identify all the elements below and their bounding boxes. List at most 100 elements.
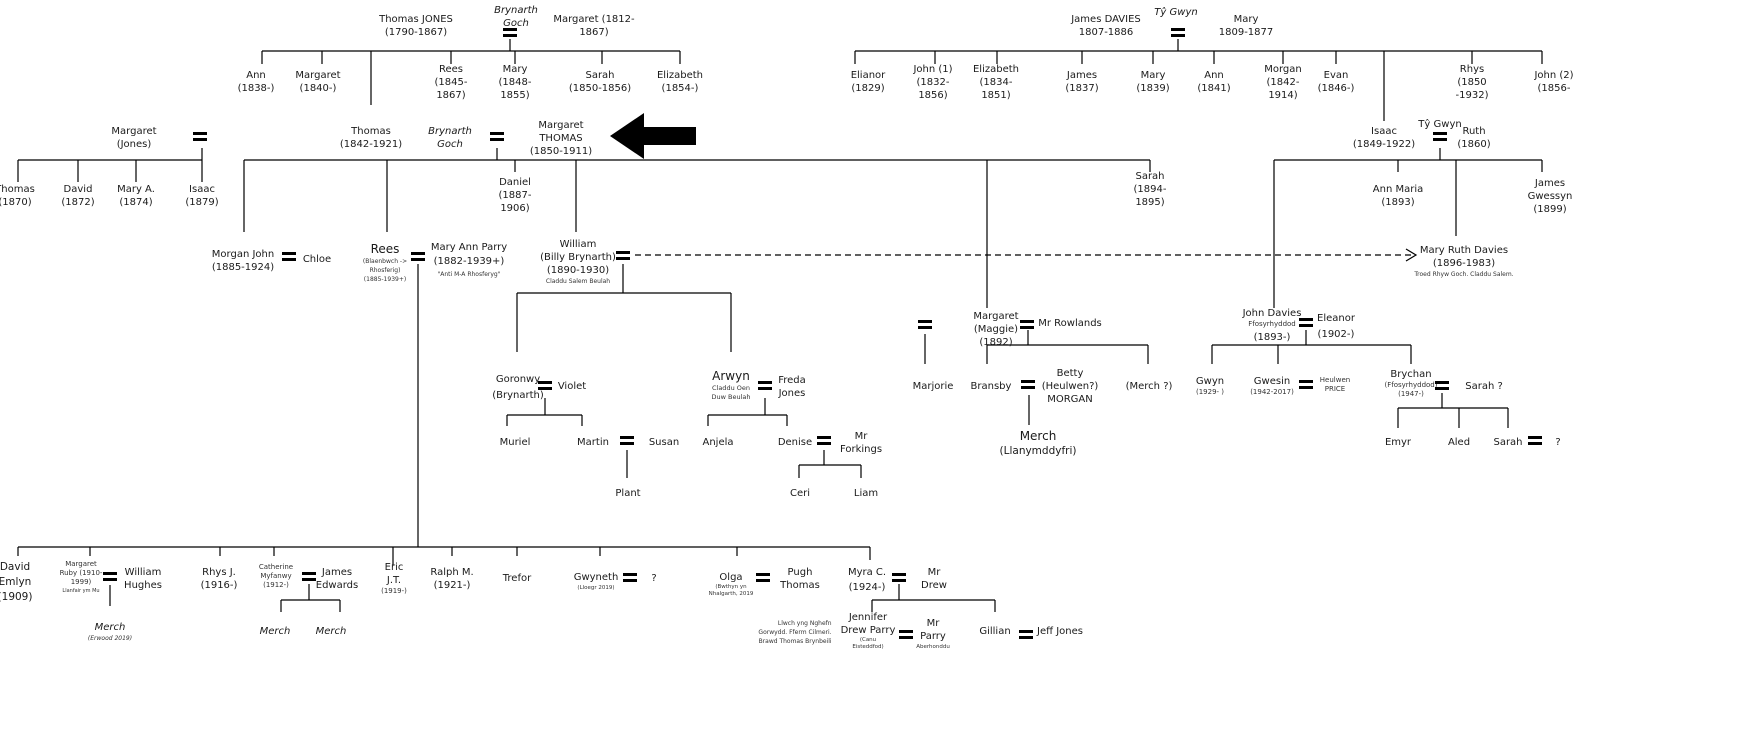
person-unknown-spouse[interactable]: ? <box>1555 436 1560 449</box>
person-anjela[interactable]: Anjela <box>702 436 733 449</box>
person-thomas-1842[interactable]: Thomas(1842-1921) <box>340 125 402 151</box>
person-chloe[interactable]: Chloe <box>303 253 331 266</box>
person-martin[interactable]: Martin <box>577 436 609 449</box>
person-susan[interactable]: Susan <box>649 436 679 449</box>
person-merch-unknown[interactable]: (Merch ?) <box>1126 380 1173 393</box>
person-elizabeth-1854[interactable]: Elizabeth(1854-) <box>657 69 703 95</box>
person-ceri[interactable]: Ceri <box>790 487 810 500</box>
label-text: (1879) <box>185 197 219 208</box>
person-rees-1885[interactable]: Rees(Blaenbwch ->Rhosferig)(1885-1939+) <box>363 241 407 284</box>
person-trefor[interactable]: Trefor <box>503 572 531 585</box>
person-mary-1809[interactable]: Mary 1809-1877 <box>1219 13 1274 39</box>
person-sarah-1850[interactable]: Sarah(1850-1856) <box>569 69 631 95</box>
person-sarah-brychan[interactable]: Sarah ? <box>1465 380 1503 393</box>
person-rhys-j[interactable]: Rhys J.(1916-) <box>201 566 238 592</box>
person-margaret-1840[interactable]: Margaret(1840-) <box>295 69 340 95</box>
person-merch-2[interactable]: Merch <box>316 625 347 638</box>
person-thomas-1870[interactable]: Thomas(1870) <box>0 183 35 209</box>
person-mary-1839[interactable]: Mary(1839) <box>1136 69 1169 95</box>
person-gwyn-1929[interactable]: Gwyn(1929- ) <box>1196 375 1224 397</box>
person-emyr[interactable]: Emyr <box>1385 436 1411 449</box>
person-gillian[interactable]: Gillian <box>979 625 1010 638</box>
person-aled[interactable]: Aled <box>1448 436 1470 449</box>
person-jeff-jones[interactable]: Jeff Jones <box>1037 625 1083 638</box>
label-text: Isaac <box>1371 126 1397 137</box>
person-bransby[interactable]: Bransby <box>971 380 1012 393</box>
person-john-2[interactable]: John (2)(1856- <box>1534 69 1573 95</box>
person-mary-ruth-davies[interactable]: Mary Ruth Davies(1896-1983)Troed Rhyw Go… <box>1414 244 1513 279</box>
label-text: (1882-1939+) <box>433 256 505 267</box>
person-daniel-1887[interactable]: Daniel(1887-1906) <box>499 176 532 215</box>
person-brychan[interactable]: Brychan(Ffosyrhyddod)(1947-) <box>1385 368 1438 399</box>
person-david-1872[interactable]: David(1872) <box>61 183 94 209</box>
person-john-1[interactable]: John (1)(1832-1856) <box>913 63 952 102</box>
person-rees-1845[interactable]: Rees(1845-1867) <box>435 63 468 102</box>
person-ann-1838[interactable]: Ann(1838-) <box>238 69 275 95</box>
person-mary-1848[interactable]: Mary(1848-1855) <box>499 63 532 102</box>
person-betty-morgan[interactable]: Betty(Heulwen?)MORGAN <box>1042 367 1099 406</box>
person-muriel[interactable]: Muriel <box>500 436 531 449</box>
person-sarah-1894[interactable]: Sarah(1894-1895) <box>1134 170 1167 209</box>
person-mary-a-1874[interactable]: Mary A.(1874) <box>117 183 155 209</box>
person-merch-llanymddyfri[interactable]: Merch(Llanymddyfri) <box>1000 428 1077 459</box>
person-merch-erwood[interactable]: Merch(Erwood 2019) <box>88 621 132 643</box>
person-merch-1[interactable]: Merch <box>260 625 291 638</box>
person-elianor[interactable]: Elianor(1829) <box>851 69 886 95</box>
person-isaac-1849[interactable]: Isaac(1849-1922) <box>1353 125 1415 151</box>
label-text: J.T. <box>386 575 402 586</box>
person-ann-1841[interactable]: Ann(1841) <box>1197 69 1230 95</box>
person-plant[interactable]: Plant <box>615 487 640 500</box>
label-text: Merch <box>315 626 347 637</box>
person-morgan-1842[interactable]: Morgan(1842-1914) <box>1264 63 1302 102</box>
person-gwesin[interactable]: Gwesin(1942-2017) <box>1250 375 1294 397</box>
person-ralph-m[interactable]: Ralph M.(1921-) <box>430 566 473 592</box>
label-text: Drew <box>921 580 947 591</box>
person-james-1837[interactable]: James(1837) <box>1065 69 1098 95</box>
person-mr-rowlands[interactable]: Mr Rowlands <box>1038 317 1102 330</box>
label-text: William <box>559 239 597 250</box>
person-ruth-1860[interactable]: Ruth(1860) <box>1457 125 1490 151</box>
person-thomas-jones[interactable]: Thomas JONES (1790-1867) <box>379 13 453 39</box>
person-evan-1846[interactable]: Evan(1846-) <box>1318 69 1355 95</box>
person-unknown-gwyneth-spouse[interactable]: ? <box>651 572 656 585</box>
person-marjorie[interactable]: Marjorie <box>913 380 954 393</box>
person-goronwy[interactable]: Goronwy(Brynarth) <box>492 373 544 402</box>
person-gwyneth[interactable]: Gwyneth(Lloegr 2019) <box>574 571 619 593</box>
person-margaret-jones[interactable]: Margaret(Jones) <box>111 125 156 151</box>
person-liam[interactable]: Liam <box>854 487 878 500</box>
person-margaret-1812[interactable]: Margaret (1812- 1867) <box>553 13 634 39</box>
label-text: Mr <box>854 431 868 442</box>
person-morgan-john[interactable]: Morgan John(1885-1924) <box>212 248 274 274</box>
person-violet[interactable]: Violet <box>558 380 586 393</box>
person-william-1890[interactable]: William(Billy Brynarth)(1890-1930)Claddu… <box>540 238 616 286</box>
person-denise[interactable]: Denise <box>778 436 812 449</box>
person-elizabeth-1834[interactable]: Elizabeth(1834-1851) <box>973 63 1019 102</box>
person-mary-ann-parry[interactable]: Mary Ann Parry(1882-1939+)"Anti M-A Rhos… <box>431 241 507 279</box>
person-james-davies[interactable]: James DAVIES 1807-1886 <box>1071 13 1141 39</box>
person-eleanor-1902[interactable]: Eleanor(1902-) <box>1317 312 1355 341</box>
person-margaret-maggie[interactable]: Margaret(Maggie)(1892) <box>973 310 1018 349</box>
person-sarah-daughter[interactable]: Sarah <box>1493 436 1522 449</box>
person-rhys-1850[interactable]: Rhys(1850-1932) <box>1456 63 1489 102</box>
person-myra-c[interactable]: Myra C.(1924-) <box>848 566 886 594</box>
person-ann-maria-1893[interactable]: Ann Maria(1893) <box>1373 183 1423 209</box>
person-isaac-1879[interactable]: Isaac(1879) <box>185 183 218 209</box>
